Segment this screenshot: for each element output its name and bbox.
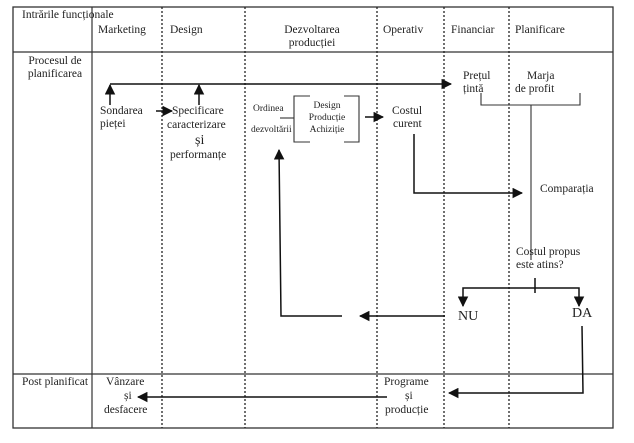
column-header-financiar: Financiar xyxy=(451,24,495,36)
table-frame xyxy=(12,6,614,429)
node-question-2: este atins? xyxy=(516,259,564,271)
node-de-profit: de profit xyxy=(515,83,555,95)
node-box-productie: Producție xyxy=(308,113,346,123)
arrow-to-ordinea xyxy=(273,148,342,317)
node-vanzare-3: desfacere xyxy=(104,404,148,416)
node-marja: Marja xyxy=(527,70,555,82)
node-programe-3: producție xyxy=(385,404,429,416)
node-comparatia: Comparația xyxy=(540,183,594,195)
node-programe-1: Programe xyxy=(384,376,429,388)
node-specificare-line: caracterizare xyxy=(167,119,226,131)
node-pretul: Prețul xyxy=(463,70,491,82)
node-sondarea: Sondarea pieței xyxy=(100,105,143,130)
node-nu: NU xyxy=(458,309,479,324)
column-header-dezvoltarea: Dezvoltarea producției xyxy=(284,24,340,49)
column-header-marketing: Marketing xyxy=(98,24,146,36)
node-specificare-line: performanțe xyxy=(170,149,227,161)
arrow-da-programe xyxy=(447,325,584,399)
arrow-to-da xyxy=(535,287,585,308)
box-bracket-left xyxy=(293,95,310,143)
corner-label: Intrările funcționale xyxy=(22,9,114,21)
node-question-1: Costul propus xyxy=(516,246,581,258)
node-ordinea: Ordinea xyxy=(253,104,284,114)
column-header-planificare: Planificare xyxy=(515,24,565,36)
node-vanzare-2: și xyxy=(124,390,132,402)
node-costul-curent-2: curent xyxy=(393,118,422,130)
arrow-to-nu xyxy=(457,287,535,308)
node-vanzare-1: Vânzare xyxy=(106,376,145,388)
row-label-post: Post planificat xyxy=(21,376,89,388)
node-programe-2: și xyxy=(405,390,413,402)
node-specificare-line: și xyxy=(195,133,205,148)
row-label-planning: Procesul de planificarea xyxy=(27,55,83,80)
node-specificare-line: Specificare xyxy=(172,105,224,117)
node-box-design: Design xyxy=(313,101,341,111)
node-costul-curent-1: Costul xyxy=(392,105,423,117)
box-bracket-right xyxy=(344,95,360,143)
node-dezvoltarii: dezvoltării xyxy=(251,125,292,135)
node-da: DA xyxy=(572,306,593,321)
node-tinta: țintă xyxy=(463,83,484,95)
column-header-operativ: Operativ xyxy=(383,24,424,36)
arrow-costul-comparatia xyxy=(413,134,524,199)
node-box-achizitie: Achiziție xyxy=(309,125,345,135)
column-header-design: Design xyxy=(170,24,203,36)
